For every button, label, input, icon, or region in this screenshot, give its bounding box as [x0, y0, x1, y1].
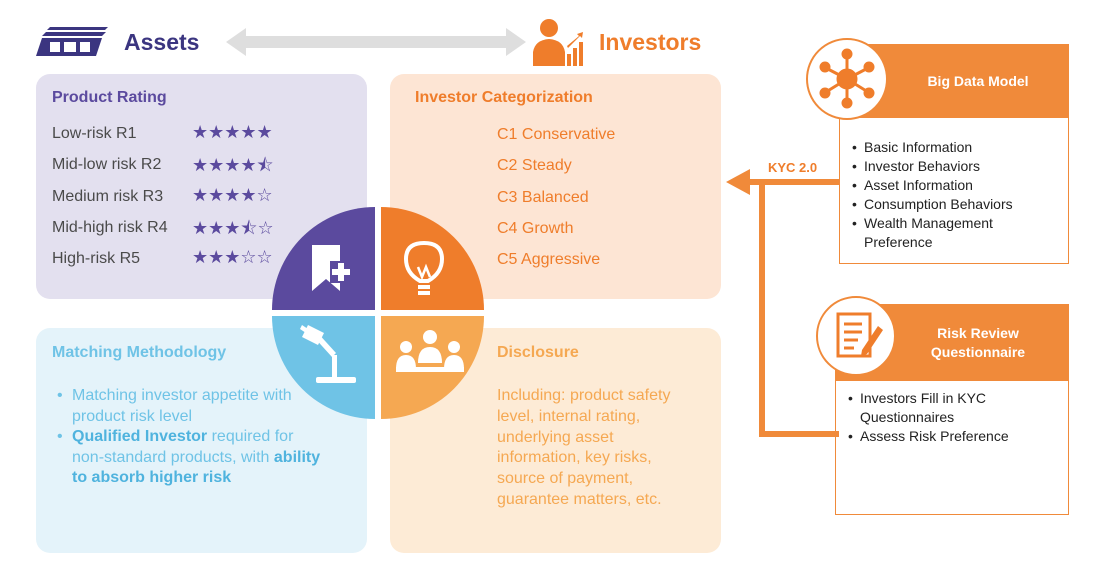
- matching-bullet: Qualified Investor required for non-stan…: [57, 427, 322, 489]
- meeting-icon: [396, 330, 464, 372]
- rating-row-label: Mid-high risk R4: [52, 219, 168, 236]
- questionnaire-icon-circle: [816, 296, 896, 376]
- rating-stars: ★★★★★: [192, 122, 273, 143]
- disclosure-text: Including: product safety level, interna…: [497, 387, 671, 508]
- matching-bullet: Matching investor appetite with product …: [57, 386, 322, 427]
- risk-review-item: Assess Risk Preference: [848, 427, 1060, 446]
- disclosure-title: Disclosure: [497, 344, 579, 361]
- category-item: C3 Balanced: [497, 189, 589, 206]
- rating-row-label: High-risk R5: [52, 250, 141, 267]
- assets-label: Assets: [124, 29, 200, 55]
- matching-bullets: Matching investor appetite with product …: [56, 386, 322, 489]
- category-item: C5 Aggressive: [497, 251, 601, 268]
- product-rating-title: Product Rating: [52, 89, 167, 106]
- rating-stars: ★★★☆☆: [192, 247, 273, 268]
- big-data-item: Basic Information: [852, 138, 1064, 157]
- questionnaire-icon: [836, 312, 883, 358]
- qualified-investor-text: Qualified Investor: [72, 428, 208, 445]
- big-data-item: Asset Information: [852, 176, 1064, 195]
- category-item: C4 Growth: [497, 220, 574, 237]
- lightbulb-icon: [403, 240, 445, 295]
- risk-review-list: Investors Fill in KYC Questionnaires Ass…: [846, 389, 1060, 446]
- big-data-item: Consumption Behaviors: [852, 195, 1064, 214]
- desk-lamp-icon: [300, 325, 356, 383]
- big-data-item: Wealth Management Preference: [852, 214, 1064, 252]
- network-icon: [819, 48, 875, 109]
- rating-row-label: Low-risk R1: [52, 125, 137, 142]
- absorb-risk-text: ability to absorb higher risk: [72, 448, 321, 487]
- money-stack-icon: [36, 27, 108, 56]
- double-arrow-icon: [226, 28, 526, 56]
- center-quadrant-graphic: [272, 207, 484, 419]
- matching-bullet-text: required for non-standard products, with: [72, 428, 294, 466]
- network-icon-circle: [806, 38, 888, 120]
- rating-stars: ★★★★⯪: [192, 155, 274, 176]
- risk-review-item: Investors Fill in KYC Questionnaires: [848, 389, 1060, 427]
- rating-row-label: Mid-low risk R2: [52, 156, 162, 173]
- rating-stars: ★★★★☆: [192, 185, 273, 206]
- bookmark-plus-icon: [312, 245, 352, 291]
- investors-label: Investors: [599, 29, 702, 55]
- category-item: C1 Conservative: [497, 126, 616, 143]
- kyc-label: KYC 2.0: [768, 160, 818, 175]
- rating-stars: ★★★⯪☆: [192, 218, 274, 239]
- kyc-connector: [726, 169, 839, 437]
- big-data-item: Investor Behaviors: [852, 157, 1064, 176]
- matching-methodology-title: Matching Methodology: [52, 344, 227, 361]
- risk-review-title: Risk Review Questionnaire: [930, 325, 1026, 360]
- big-data-list: Basic Information Investor Behaviors Ass…: [850, 138, 1064, 252]
- rating-row-label: Medium risk R3: [52, 188, 164, 205]
- category-item: C2 Steady: [497, 157, 572, 174]
- investor-categorization-title: Investor Categorization: [415, 89, 593, 106]
- investor-chart-icon: [533, 19, 583, 66]
